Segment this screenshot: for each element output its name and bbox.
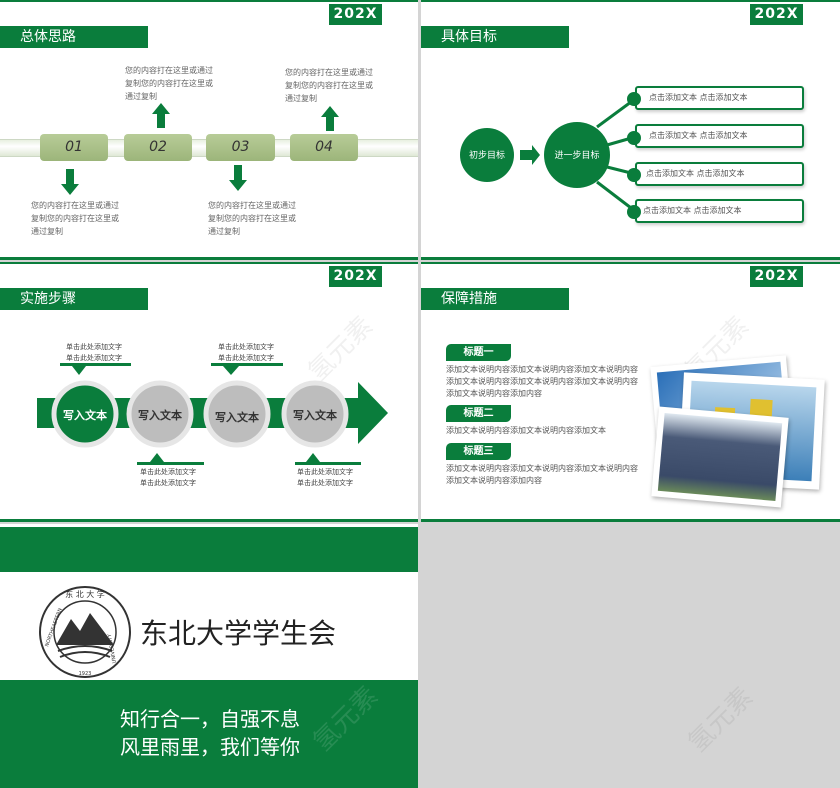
year-badge: 202X	[329, 266, 382, 287]
timeline-step: 02	[124, 134, 192, 161]
goal-dot	[627, 131, 641, 145]
university-logo: 东 北 大 学 NORTHEASTERN 1923 UNIVERSITY	[39, 586, 131, 678]
slogan-line-1: 知行合一，自强不息	[120, 707, 300, 731]
arrow-up-icon	[152, 103, 170, 128]
slide-title: 具体目标	[421, 26, 569, 48]
step-note: 单击此处添加文字 单击此处添加文字	[140, 468, 196, 487]
arrow-down-icon	[229, 165, 247, 191]
svg-text:1923: 1923	[79, 671, 92, 677]
section-heading: 标题一	[446, 344, 511, 361]
process-arrow	[37, 363, 388, 465]
goal-item[interactable]: 点击添加文本 点击添加文本	[635, 124, 804, 148]
slide-overall-approach[interactable]: 202X 总体思路 01 02 03 04 您的内容打在这里或通过复制您的内容打…	[0, 0, 418, 260]
svg-text:东 北 大 学: 东 北 大 学	[65, 589, 105, 599]
goal-dot	[627, 168, 641, 182]
step-circle-label: 写入文本	[293, 409, 337, 422]
step-text: 您的内容打在这里或通过复制您的内容打在这里或通过复制	[208, 201, 296, 236]
timeline-step: 01	[40, 134, 108, 161]
section-text: 添加文本说明内容添加文本说明内容添加文本	[446, 426, 606, 435]
arrow-icons	[61, 103, 339, 195]
svg-text:UNIVERSITY: UNIVERSITY	[107, 632, 118, 663]
slide-implementation-steps[interactable]: 202X 实施步骤 氢元素 写入文本 写入文本 写入文本 写入文本 单击此处添加…	[0, 262, 418, 522]
arrow-right-icon	[520, 145, 540, 165]
slide-closing[interactable]: 东 北 大 学 NORTHEASTERN 1923 UNIVERSITY 东北大…	[0, 524, 418, 788]
step-circle-label: 写入文本	[215, 411, 259, 424]
slide-safeguards[interactable]: 202X 保障措施 氢元素 标题一 添加文本说明内容添加文本说明内容添加文本说明…	[421, 262, 840, 522]
timeline-step: 04	[290, 134, 358, 161]
section-heading: 标题三	[446, 443, 511, 460]
next-goal: 进一步目标	[554, 151, 600, 161]
step-text: 您的内容打在这里或通过复制您的内容打在这里或通过复制	[285, 68, 373, 103]
start-goal: 初步目标	[468, 151, 505, 161]
step-circle-label: 写入文本	[63, 409, 107, 422]
step-note: 单击此处添加文字 单击此处添加文字	[66, 343, 122, 362]
arrow-down-icon	[61, 169, 79, 195]
step-text: 您的内容打在这里或通过复制您的内容打在这里或通过复制	[31, 201, 119, 236]
slide-specific-goals[interactable]: 202X 具体目标 初步目标 进一步目标 点击添加文本 点击添加文本 点击添加文…	[421, 0, 840, 260]
section-text: 添加文本说明内容添加文本说明内容添加文本说明内容添加文本说明内容添加文本说明内容…	[446, 365, 638, 398]
watermark: 氢元素	[682, 682, 759, 759]
goal-dot	[627, 92, 641, 106]
top-band	[0, 527, 418, 572]
section-heading: 标题二	[446, 405, 511, 422]
step-text: 您的内容打在这里或通过复制您的内容打在这里或通过复制	[125, 66, 213, 101]
step-note: 单击此处添加文字 单击此处添加文字	[218, 343, 274, 362]
step-note: 单击此处添加文字 单击此处添加文字	[297, 468, 353, 487]
arrow-up-icon	[321, 106, 339, 131]
year-badge: 202X	[750, 266, 803, 287]
slogan-line-2: 风里雨里，我们等你	[120, 735, 300, 759]
timeline-step: 03	[206, 134, 275, 161]
goal-diagram	[460, 97, 636, 213]
slide-title: 实施步骤	[0, 288, 148, 310]
photo-building	[651, 406, 789, 508]
goal-item[interactable]: 点击添加文本 点击添加文本	[635, 199, 804, 223]
goal-dot	[627, 205, 641, 219]
goal-item[interactable]: 点击添加文本 点击添加文本	[635, 162, 804, 186]
organization-name: 东北大学学生会	[140, 617, 337, 650]
goal-item[interactable]: 点击添加文本 点击添加文本	[635, 86, 804, 110]
year-badge: 202X	[750, 4, 803, 25]
step-circle-label: 写入文本	[138, 409, 182, 422]
slide-title: 总体思路	[0, 26, 148, 48]
section-text: 添加文本说明内容添加文本说明内容添加文本说明内容添加文本说明内容添加内容	[446, 464, 638, 485]
bottom-band	[0, 680, 418, 788]
slide-title: 保障措施	[421, 288, 569, 310]
year-badge: 202X	[329, 4, 382, 25]
